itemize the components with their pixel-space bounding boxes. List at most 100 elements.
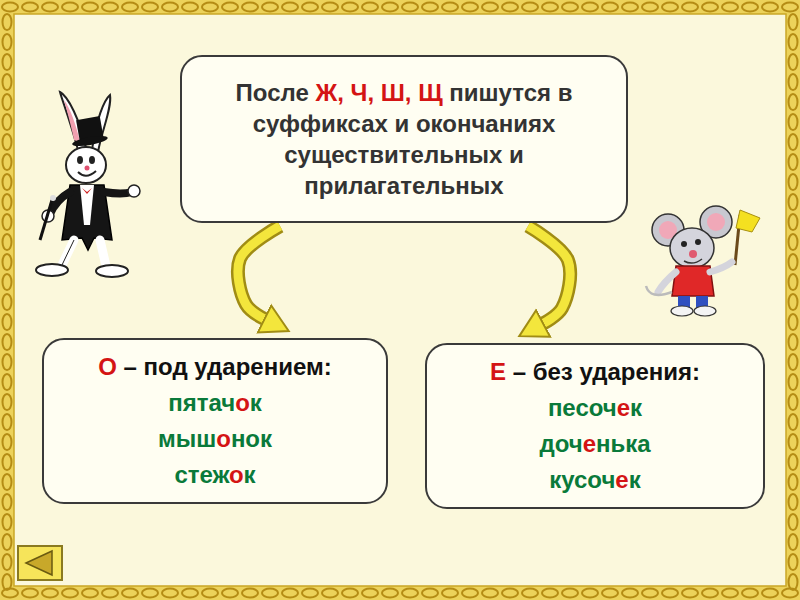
chain-border-part — [3, 234, 12, 250]
rabbit-figure-part — [89, 156, 95, 164]
chain-border-part — [422, 589, 438, 598]
chain-border-part — [789, 314, 798, 330]
rabbit-figure-part — [62, 240, 74, 265]
chain-border-part — [622, 589, 638, 598]
chain-border-part — [742, 589, 758, 598]
chain-border-part — [142, 3, 158, 12]
text-run: о — [235, 389, 250, 416]
example-word: песочек — [548, 390, 642, 426]
chain-border-part — [442, 589, 458, 598]
chain-border-part — [342, 589, 358, 598]
curved-arrow — [238, 226, 280, 319]
text-run: – без ударения: — [506, 358, 700, 385]
chain-border-part — [182, 3, 198, 12]
rabbit-figure-part — [62, 240, 74, 265]
chain-border-part — [789, 274, 798, 290]
example-box: О – под ударением:пятачокмышонокстежок — [42, 338, 388, 504]
chain-border-part — [522, 589, 538, 598]
rabbit-figure-part — [66, 147, 106, 183]
chain-border-part — [382, 3, 398, 12]
curved-arrow — [528, 226, 570, 324]
rabbit-figure-part — [36, 264, 68, 276]
chain-border-part — [762, 589, 778, 598]
chain-border-part — [789, 94, 798, 110]
chain-border-part — [642, 589, 658, 598]
chain-border-part — [162, 3, 178, 12]
chain-border-part — [462, 3, 478, 12]
chain-border-part — [3, 454, 12, 470]
chain-border-part — [3, 174, 12, 190]
example-word: стежок — [174, 457, 255, 493]
arrow-outline — [238, 226, 280, 319]
chain-border-part — [789, 234, 798, 250]
chain-border-part — [342, 3, 358, 12]
chain-border-part — [789, 474, 798, 490]
text-run: нок — [231, 425, 272, 452]
chain-border-part — [3, 334, 12, 350]
text-run: к — [630, 394, 642, 421]
rabbit-figure-part — [128, 185, 140, 197]
text-run: доч — [539, 430, 582, 457]
chain-border-part — [789, 494, 798, 510]
chain-border-part — [3, 274, 12, 290]
chain-border-part — [662, 589, 678, 598]
rule-heading: Е – без ударения: — [490, 354, 700, 390]
chain-border-part — [722, 3, 738, 12]
chain-border-part — [789, 334, 798, 350]
chain-border-part — [22, 3, 38, 12]
chain-border-part — [3, 14, 12, 30]
mouse-figure — [646, 206, 760, 316]
chain-border-part — [142, 589, 158, 598]
chain-border-part — [3, 54, 12, 70]
rabbit-figure-part — [40, 200, 52, 240]
chain-border-part — [362, 589, 378, 598]
mouse-figure-part — [710, 262, 732, 272]
chain-border-part — [789, 354, 798, 370]
text-run: Е — [490, 358, 506, 385]
chain-border-part — [3, 374, 12, 390]
chain-border-part — [602, 589, 618, 598]
chain-border-part — [502, 589, 518, 598]
chain-border-part — [602, 3, 618, 12]
text-run: о — [216, 425, 231, 452]
chain-border-part — [786, 0, 800, 600]
chain-border-part — [789, 14, 798, 30]
mouse-figure-part — [695, 239, 701, 245]
chain-border-part — [502, 3, 518, 12]
chain-border-part — [262, 3, 278, 12]
arrow-body — [238, 226, 280, 319]
rabbit-figure-part — [82, 188, 92, 194]
rabbit-figure — [36, 92, 140, 277]
chain-border-part — [642, 3, 658, 12]
chain-border-part — [722, 589, 738, 598]
chain-border-part — [682, 589, 698, 598]
chain-border-part — [302, 3, 318, 12]
chain-border-part — [3, 154, 12, 170]
chain-border-part — [3, 194, 12, 210]
rabbit-figure-part — [85, 166, 90, 171]
chain-border-part — [42, 589, 58, 598]
rabbit-figure-part — [77, 156, 83, 164]
text-run: После — [236, 79, 316, 106]
chain-border-part — [0, 0, 14, 600]
chain-border-part — [3, 474, 12, 490]
example-box: Е – без ударения:песочекдоченькакусочек — [425, 343, 765, 509]
text-run: мыш — [158, 425, 216, 452]
chain-border-part — [789, 294, 798, 310]
chain-border-part — [789, 74, 798, 90]
chain-border-part — [702, 589, 718, 598]
chain-border-part — [789, 174, 798, 190]
chain-border-part — [789, 154, 798, 170]
mouse-figure-part — [670, 228, 714, 268]
chain-border-part — [789, 254, 798, 270]
chain-border-part — [3, 414, 12, 430]
chain-border-part — [3, 434, 12, 450]
chain-border-part — [122, 589, 138, 598]
rabbit-figure-part — [80, 185, 94, 225]
chain-border-part — [22, 589, 38, 598]
back-button-part — [26, 551, 52, 575]
chain-border-part — [3, 494, 12, 510]
chain-border-part — [222, 3, 238, 12]
